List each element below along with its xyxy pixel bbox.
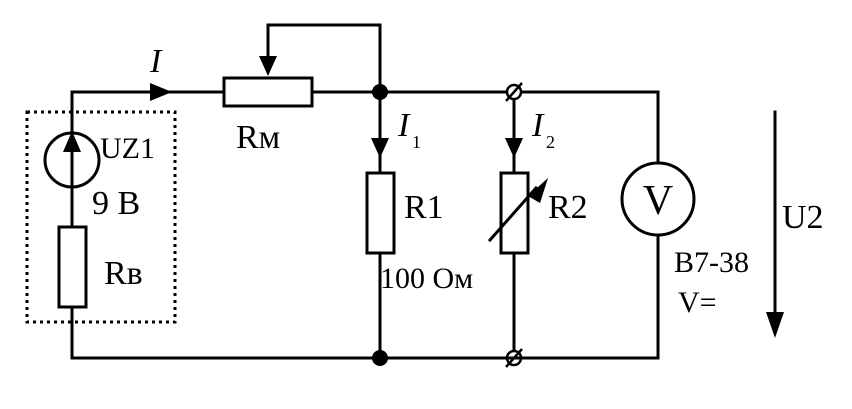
variable-resistor-arrowhead-icon: [528, 178, 548, 203]
current-arrow-icon: [150, 83, 172, 101]
label-i2: I: [531, 107, 545, 144]
resistor-rv: [57, 225, 88, 309]
label-uz1: UZ1: [100, 132, 155, 165]
label-rv: Rв: [104, 255, 143, 292]
u2-arrowhead-icon: [766, 312, 784, 338]
label-r2: R2: [548, 189, 588, 226]
label-i1: I: [397, 107, 411, 144]
source-dashed-boundary: [25, 110, 177, 324]
resistor-r1: [365, 171, 396, 255]
rheostat-wiper-arrow-icon: [259, 56, 277, 76]
terminal-top-icon: [505, 82, 523, 102]
junction-node-bottom: [372, 350, 388, 366]
label-r1: R1: [404, 189, 444, 226]
label-r1-value: 100 Ом: [380, 262, 473, 295]
current-source-arrowhead-icon: [63, 131, 81, 152]
i2-arrow-icon: [505, 138, 523, 158]
i1-arrow-icon: [371, 138, 389, 158]
label-i2-sub: 2: [546, 132, 555, 152]
label-i1-sub: 1: [412, 132, 421, 152]
rheostat-rm: [222, 76, 314, 108]
label-voltmeter-symbol: V: [643, 178, 673, 224]
label-voltmeter-mode: V=: [678, 286, 717, 319]
label-voltmeter-model: В7-38: [674, 246, 749, 279]
variable-resistor-slash-icon: [487, 185, 539, 243]
label-current-main: I: [149, 43, 163, 80]
label-u2: U2: [782, 199, 824, 236]
label-emf: 9 В: [92, 185, 140, 222]
label-rm: Rм: [236, 119, 280, 156]
